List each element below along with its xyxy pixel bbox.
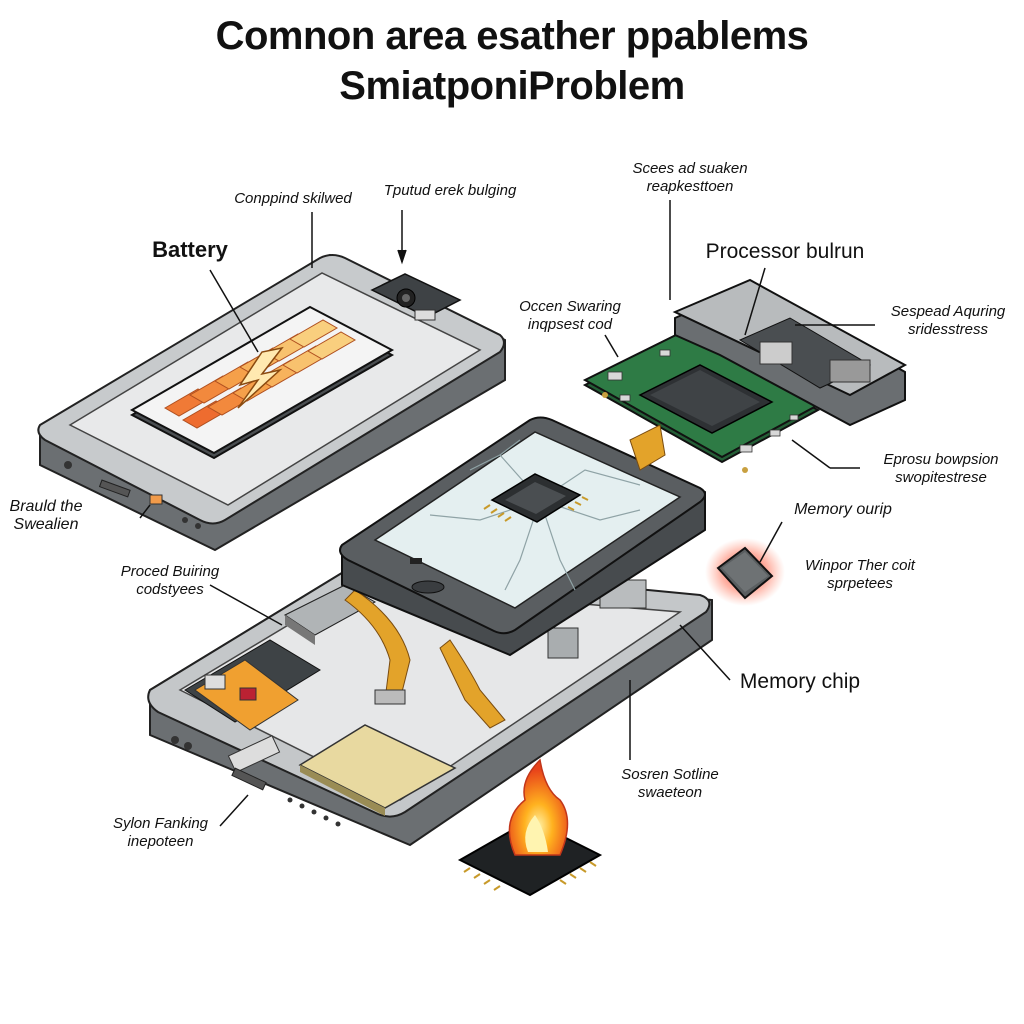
label-battery: Battery (130, 241, 250, 259)
label-processor: Processor bulrun (700, 243, 870, 261)
memory-chip-icon (705, 538, 785, 606)
label-memory-chip: Memory chip (730, 673, 870, 691)
label-compound: Conppind skilwed (218, 190, 368, 208)
label-bulging: Tputud erek bulging (365, 182, 535, 200)
label-memory-top: Memory ourip (778, 501, 908, 519)
